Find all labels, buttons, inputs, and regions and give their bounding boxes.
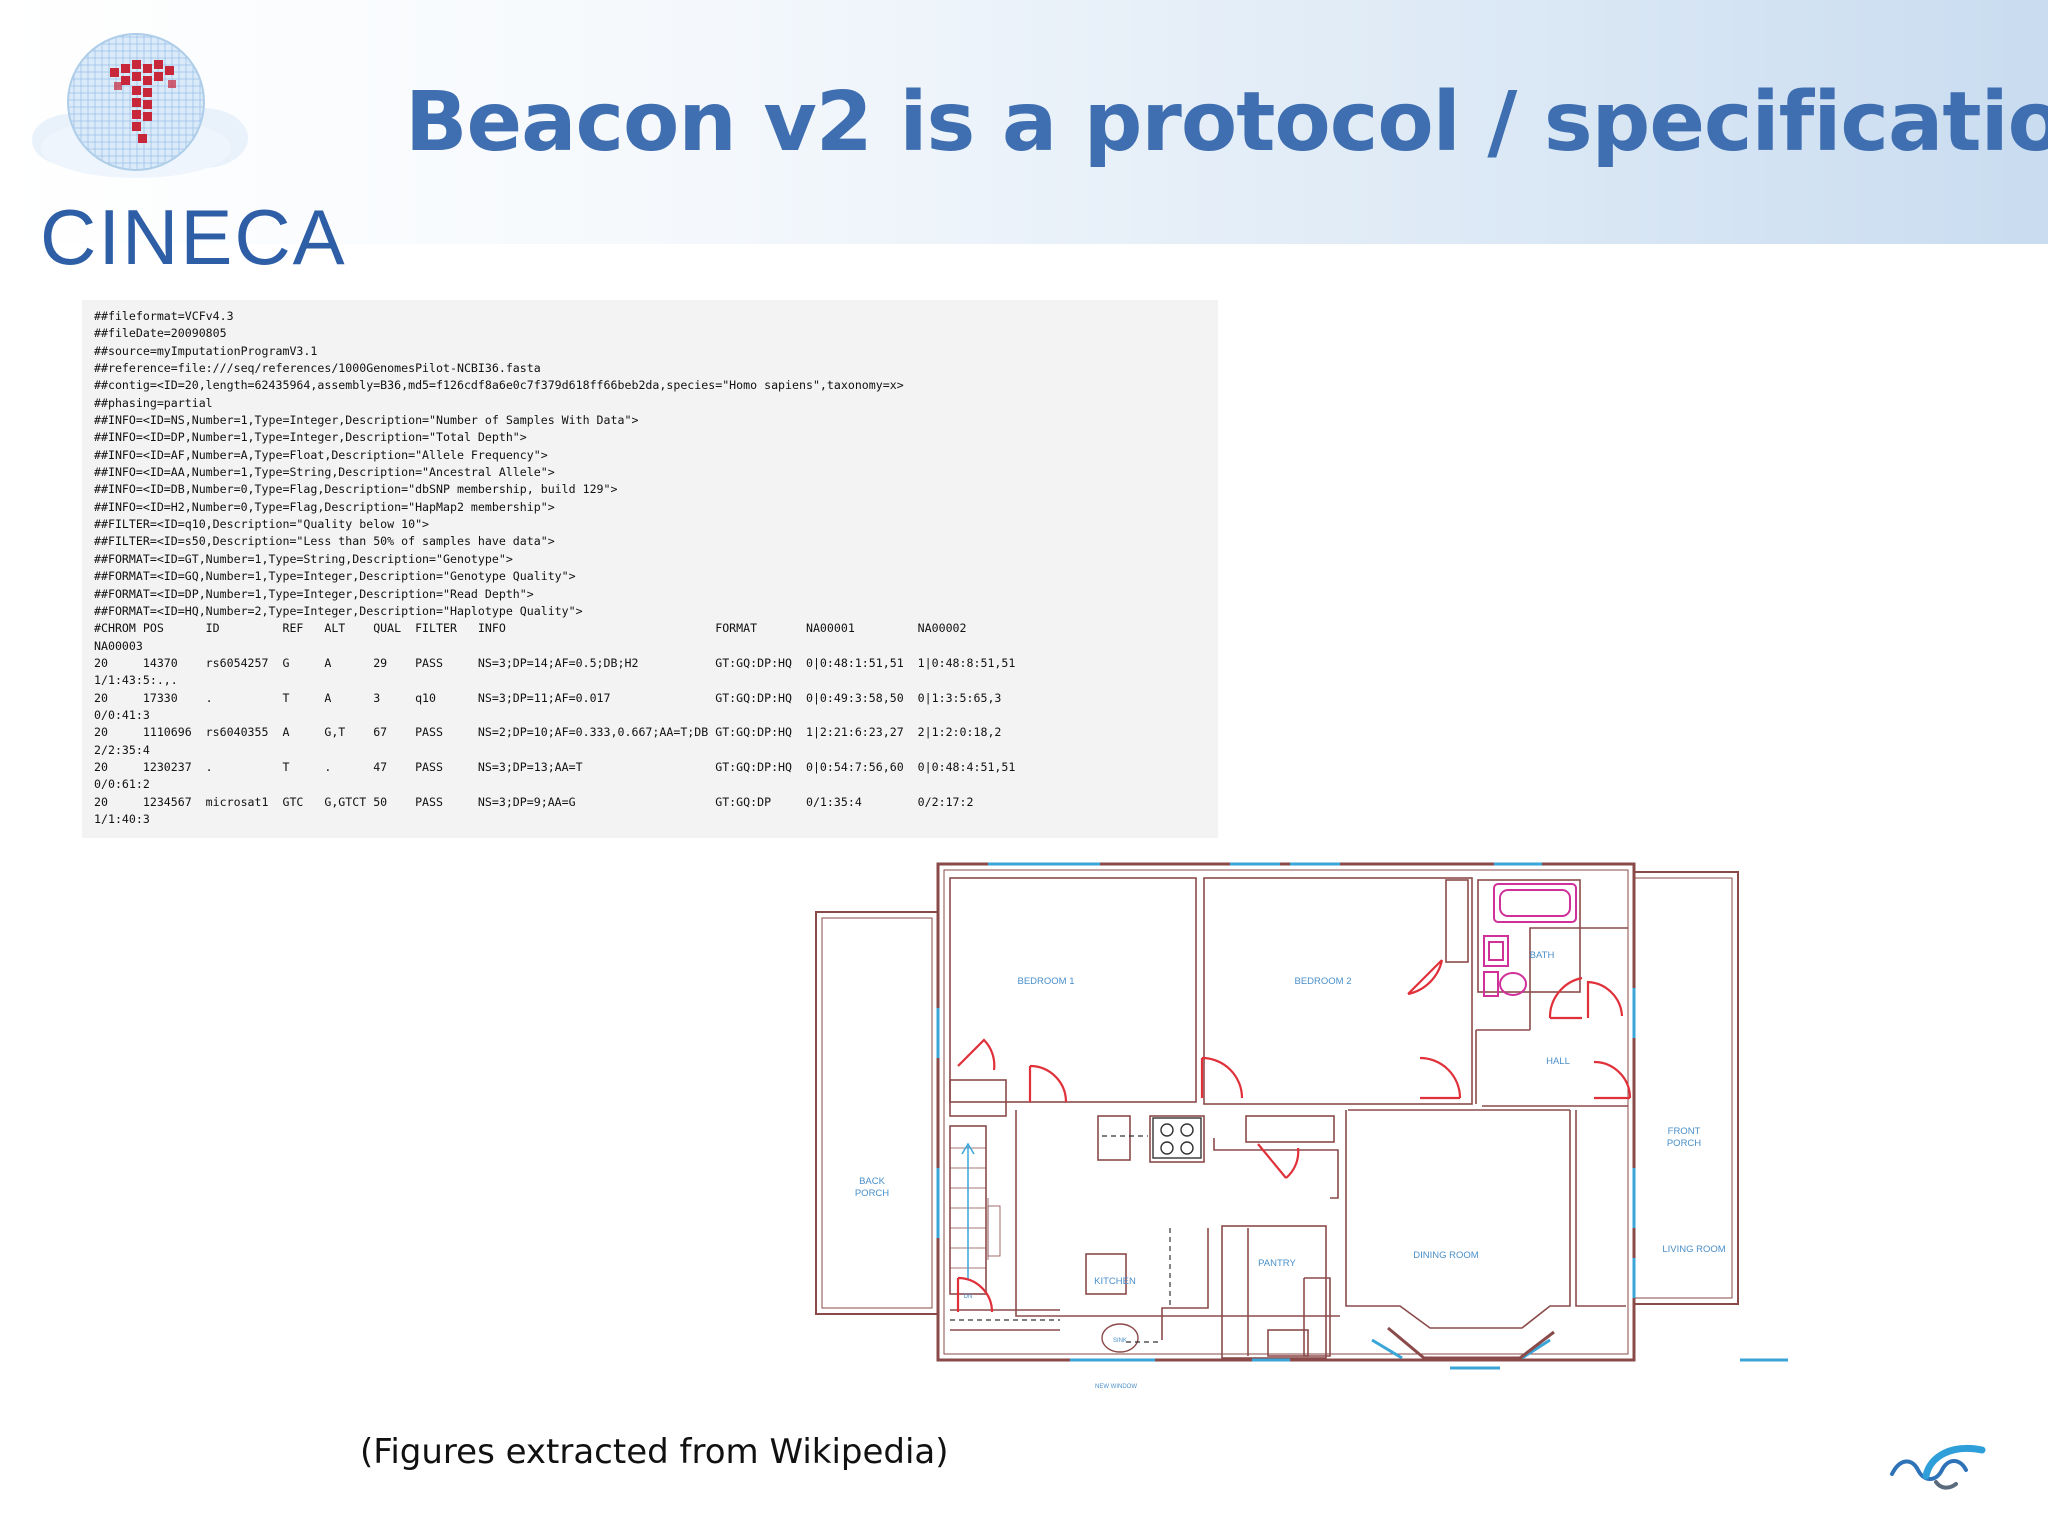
living-room-label: LIVING ROOM <box>1662 1244 1725 1255</box>
dining-room-label: DINING ROOM <box>1413 1250 1479 1261</box>
vcf-line: ##source=myImputationProgramV3.1 <box>94 343 318 358</box>
vcf-line: ##INFO=<ID=DB,Number=0,Type=Flag,Descrip… <box>94 482 618 497</box>
vcf-line: 0/0:61:2 <box>94 777 150 792</box>
floor-plan: BEDROOM 1 BEDROOM 2 BATH HALL FRONT PORC… <box>815 862 1788 1390</box>
back-porch-label-2: PORCH <box>855 1188 889 1199</box>
vcf-line: ##FILTER=<ID=q10,Description="Quality be… <box>94 517 430 532</box>
vcf-line: ##FORMAT=<ID=DP,Number=1,Type=Integer,De… <box>94 586 534 601</box>
vcf-line: ##INFO=<ID=AA,Number=1,Type=String,Descr… <box>94 465 555 480</box>
vcf-line: ##fileformat=VCFv4.3 <box>94 309 234 323</box>
bedroom2-label: BEDROOM 2 <box>1294 976 1351 987</box>
vcf-code-block: ##fileformat=VCFv4.3 ##fileDate=20090805 #… <box>94 308 1015 828</box>
vcf-line: ##INFO=<ID=DP,Number=1,Type=Integer,Desc… <box>94 430 527 445</box>
vcf-line: 0/0:41:3 <box>94 707 150 722</box>
kitchen-label: KITCHEN <box>1094 1276 1136 1287</box>
cineca-swirl-icon <box>1890 1445 1986 1490</box>
vcf-line: 1/1:43:5:.,. <box>94 673 178 688</box>
sink-label: SINK <box>1113 1338 1127 1344</box>
stairs-down-label: DN <box>964 1294 973 1300</box>
vcf-line: ##INFO=<ID=NS,Number=1,Type=Integer,Desc… <box>94 413 639 428</box>
pantry-label: PANTRY <box>1258 1258 1296 1269</box>
vcf-line: 20 14370 rs6054257 G A 29 PASS NS=3;DP=1… <box>94 655 1016 670</box>
globe-icon <box>32 33 248 178</box>
vcf-line: 20 1234567 microsat1 GTC G,GTCT 50 PASS … <box>94 794 974 809</box>
vcf-line: ##contig=<ID=20,length=62435964,assembly… <box>94 378 904 393</box>
vcf-line: ##FORMAT=<ID=GQ,Number=1,Type=Integer,De… <box>94 569 576 584</box>
vcf-line: #CHROM POS ID REF ALT QUAL FILTER INFO F… <box>94 621 967 636</box>
vcf-line: ##FORMAT=<ID=HQ,Number=2,Type=Integer,De… <box>94 603 583 618</box>
vcf-line: ##phasing=partial <box>94 395 213 410</box>
vcf-line: NA00003 <box>94 638 143 653</box>
vcf-line: 20 1110696 rs6040355 A G,T 67 PASS NS=2;… <box>94 725 1002 740</box>
slide-title: Beacon v2 is a protocol / specification <box>405 75 2048 170</box>
vcf-example: ##fileformat=VCFv4.3 ##fileDate=20090805 #… <box>82 300 1218 838</box>
vcf-line: 20 1230237 . T . 47 PASS NS=3;DP=13;AA=T… <box>94 759 1016 774</box>
figure-caption: (Figures extracted from Wikipedia) <box>360 1432 949 1472</box>
vcf-line: ##reference=file:///seq/references/1000G… <box>94 361 541 376</box>
front-porch-label-2: PORCH <box>1667 1138 1701 1149</box>
new-window-label: NEW WINDOW <box>1095 1384 1137 1390</box>
back-porch-label-1: BACK <box>859 1176 886 1187</box>
hall-label: HALL <box>1546 1056 1570 1067</box>
vcf-line: ##INFO=<ID=AF,Number=A,Type=Float,Descri… <box>94 447 548 462</box>
logo-text: CINECA <box>40 193 347 281</box>
vcf-line: ##INFO=<ID=H2,Number=0,Type=Flag,Descrip… <box>94 499 555 514</box>
vcf-line: 2/2:35:4 <box>94 742 150 757</box>
front-porch-label-1: FRONT <box>1668 1126 1701 1137</box>
vcf-line: ##FORMAT=<ID=GT,Number=1,Type=String,Des… <box>94 551 513 566</box>
bath-label: BATH <box>1530 950 1555 961</box>
vcf-line: ##fileDate=20090805 <box>94 326 227 341</box>
vcf-line: 20 17330 . T A 3 q10 NS=3;DP=11;AF=0.017… <box>94 690 1002 705</box>
vcf-line: ##FILTER=<ID=s50,Description="Less than … <box>94 534 555 549</box>
cineca-logo: CINECA <box>18 30 345 276</box>
vcf-line: 1/1:40:3 <box>94 811 150 826</box>
slide-header <box>0 0 2048 244</box>
bedroom1-label: BEDROOM 1 <box>1017 976 1074 987</box>
